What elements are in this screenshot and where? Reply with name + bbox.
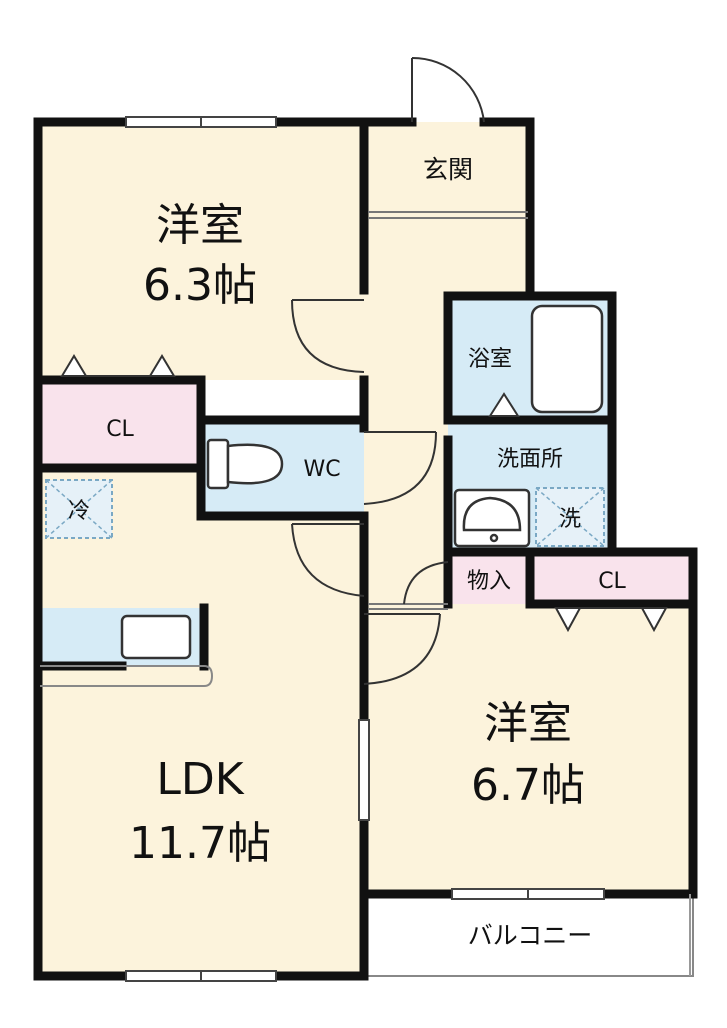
closet-door-markers bbox=[60, 354, 668, 633]
bathtub-icon bbox=[530, 304, 604, 414]
label-bathroom: 浴室 bbox=[468, 347, 512, 372]
balcony-floor bbox=[363, 893, 694, 977]
label-balcony: バルコニー bbox=[468, 921, 593, 950]
label-closet-right: CL bbox=[598, 569, 626, 594]
label-closet-left: CL bbox=[106, 417, 134, 442]
doors bbox=[291, 56, 485, 685]
windows bbox=[125, 116, 605, 982]
label-toilet: WC bbox=[303, 457, 340, 482]
washbasin-icon bbox=[453, 488, 531, 548]
entrance-door-arc bbox=[411, 56, 485, 123]
ldk-floor bbox=[38, 468, 364, 976]
western-room-2-floor bbox=[364, 604, 693, 894]
room-size-ldk: 11.7帖 bbox=[129, 818, 271, 869]
room-size-western-1: 6.3帖 bbox=[143, 260, 257, 311]
label-washroom: 洗面所 bbox=[497, 447, 563, 472]
room-name-western-1: 洋室 bbox=[156, 200, 244, 251]
thin-lines bbox=[40, 211, 691, 976]
washing-machine-space-icon bbox=[535, 487, 605, 547]
storage-floor bbox=[448, 556, 530, 604]
label-storage: 物入 bbox=[467, 569, 511, 594]
room-size-western-2: 6.7帖 bbox=[471, 760, 585, 811]
room-name-ldk: LDK bbox=[156, 754, 244, 805]
label-washer-space: 洗 bbox=[559, 507, 581, 532]
closet-right-floor bbox=[530, 556, 693, 604]
closet-left-floor bbox=[38, 380, 201, 468]
label-entrance: 玄関 bbox=[423, 155, 473, 184]
fridge-space-icon bbox=[45, 479, 113, 539]
label-fridge-space: 冷 bbox=[68, 499, 90, 524]
kitchen-sink-icon bbox=[120, 614, 192, 660]
room-name-western-2: 洋室 bbox=[484, 698, 572, 749]
western-room-1-floor bbox=[38, 122, 364, 380]
toilet-icon bbox=[206, 438, 284, 490]
